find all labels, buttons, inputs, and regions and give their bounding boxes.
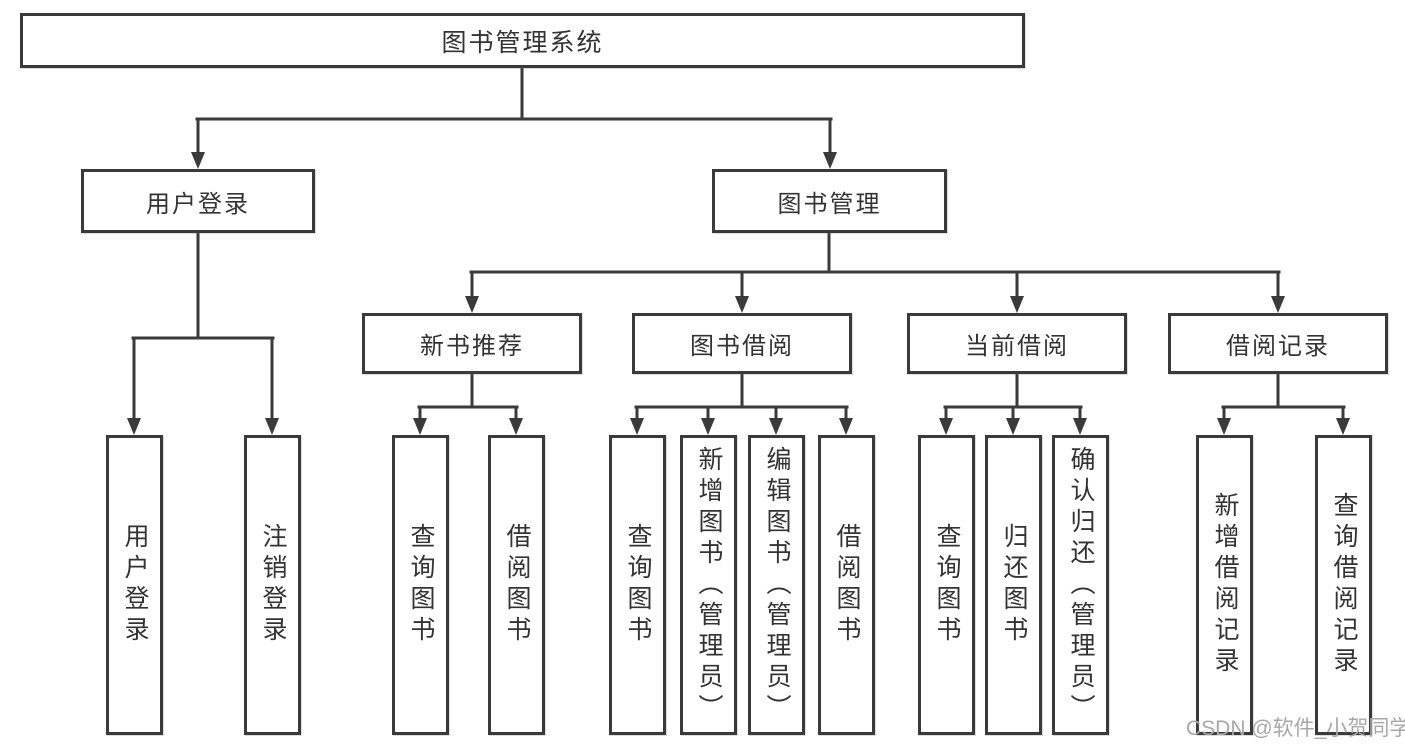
node-new-book-recommend: 新书推荐 xyxy=(362,313,582,374)
node-borrow-records: 借阅记录 xyxy=(1168,313,1388,374)
leaf-nb-query-books: 查询图书 xyxy=(392,435,449,735)
leaf-logout: 注销登录 xyxy=(244,435,301,735)
leaf-cb-return-books: 归还图书 xyxy=(985,435,1042,735)
csdn-watermark: CSDN @软件_小贺同学 xyxy=(1186,717,1405,740)
leaf-bb-query-books: 查询图书 xyxy=(609,435,666,735)
node-library-management-system: 图书管理系统 xyxy=(20,13,1025,68)
node-user-login: 用户登录 xyxy=(81,169,315,233)
leaf-cb-query-books: 查询图书 xyxy=(918,435,975,735)
arrowheads xyxy=(127,152,1350,435)
connector-borrow-records-children xyxy=(1221,372,1346,422)
leaf-bb-borrow-books: 借阅图书 xyxy=(818,435,875,735)
connector-book-management-children xyxy=(469,231,1281,300)
connector-book-borrow-children xyxy=(634,372,849,422)
connector-new-book-recommend-children xyxy=(417,372,519,422)
connector-user-login-children xyxy=(131,231,275,421)
node-book-borrow: 图书借阅 xyxy=(632,313,852,374)
leaf-br-add-record: 新增借阅记录 xyxy=(1196,435,1253,735)
node-book-management: 图书管理 xyxy=(712,169,947,233)
node-current-borrow: 当前借阅 xyxy=(907,313,1127,374)
leaf-nb-borrow-books: 借阅图书 xyxy=(488,435,545,735)
leaf-bb-add-books-admin: 新增图书（管理员） xyxy=(680,435,737,735)
leaf-cb-confirm-return-admin: 确认归还（管理员） xyxy=(1052,435,1109,735)
connector-current-borrow-children xyxy=(943,372,1083,422)
leaf-user-login: 用户登录 xyxy=(106,435,163,735)
leaf-bb-edit-books-admin: 编辑图书（管理员） xyxy=(748,435,805,735)
connector-root-to-level2 xyxy=(195,66,833,155)
leaf-br-query-record: 查询借阅记录 xyxy=(1315,435,1372,735)
